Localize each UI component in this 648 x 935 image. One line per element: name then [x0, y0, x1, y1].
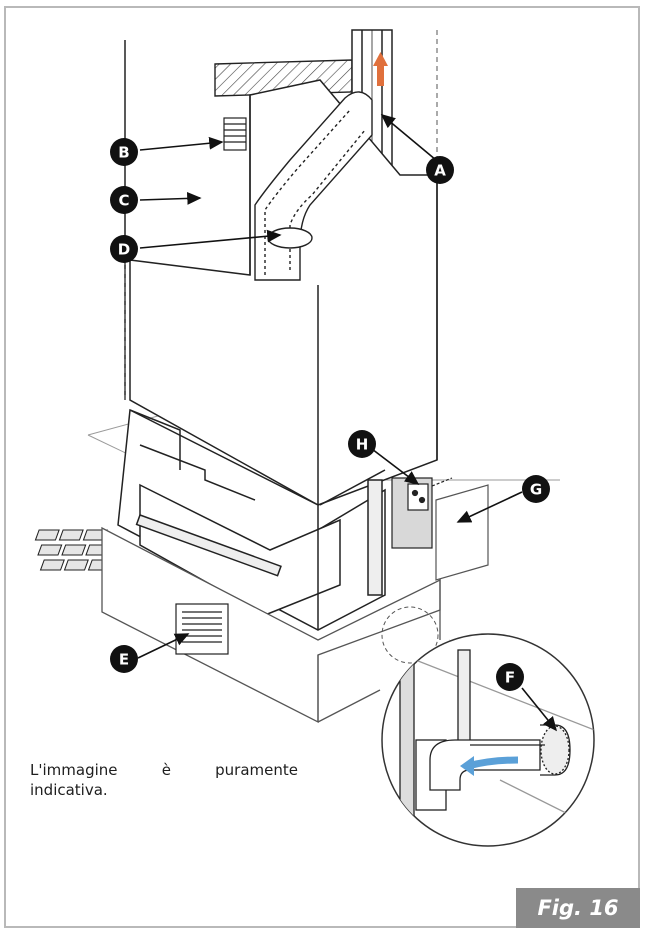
callout-c: C: [110, 186, 138, 214]
section-lines: [124, 30, 438, 400]
caption-text: L'immagine è puramente indicativa.: [30, 761, 298, 799]
svg-text:E: E: [119, 651, 129, 669]
svg-text:A: A: [434, 162, 446, 180]
bracket-h: [391, 477, 453, 549]
svg-text:C: C: [118, 192, 129, 210]
figure-label: Fig. 16: [516, 888, 640, 928]
vent-grille-e: [175, 603, 229, 655]
callout-b: B: [110, 138, 138, 166]
callout-e: E: [110, 645, 138, 673]
callout-a: A: [426, 156, 454, 184]
leader-lines: [137, 113, 558, 732]
figure-frame: [4, 6, 640, 928]
svg-text:F: F: [505, 669, 515, 687]
svg-text:H: H: [356, 436, 369, 454]
callout-f: F: [496, 663, 524, 691]
base-plinth: [101, 526, 441, 724]
firebox: [117, 408, 386, 631]
callout-h: H: [348, 430, 376, 458]
callout-d: D: [110, 235, 138, 263]
fire-grate: [34, 529, 113, 571]
flow-arrow-blue-icon: [460, 756, 519, 776]
access-panel-g: [435, 484, 489, 581]
svg-text:D: D: [118, 241, 130, 259]
svg-text:B: B: [118, 144, 129, 162]
callout-g: G: [522, 475, 550, 503]
vent-grille-b: [223, 117, 247, 151]
flow-arrow-up-icon: [373, 52, 388, 86]
hood-casing: [124, 40, 438, 506]
detail-view-f: [381, 633, 595, 847]
svg-text:G: G: [530, 481, 542, 499]
